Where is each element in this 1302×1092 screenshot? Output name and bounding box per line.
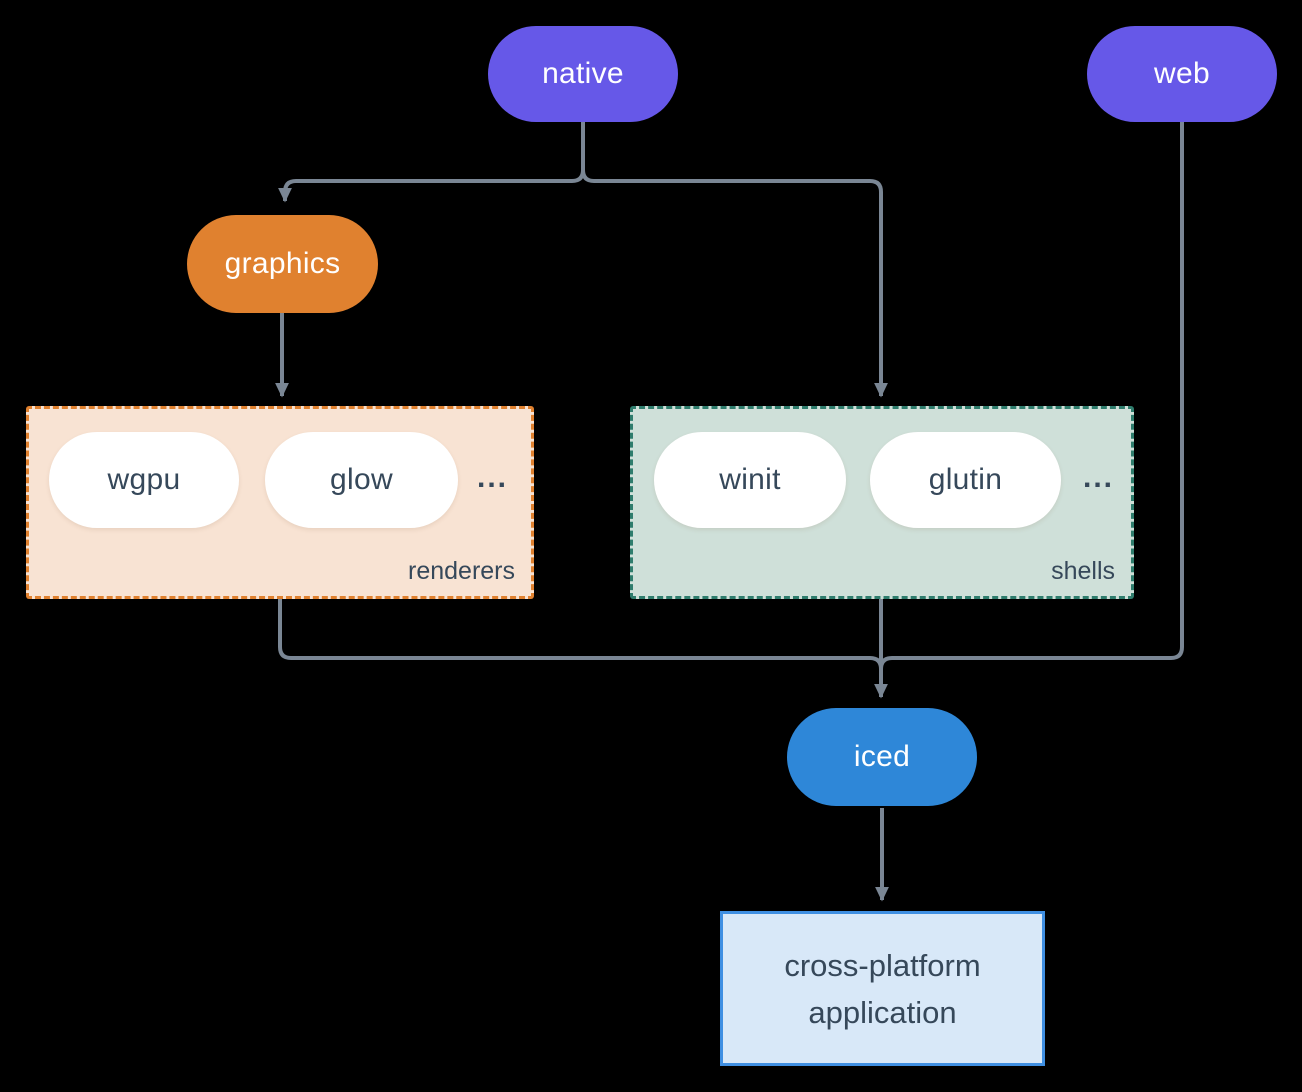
- node-glow-label: glow: [330, 463, 393, 496]
- renderers-ellipsis: ...: [477, 461, 509, 494]
- node-graphics: graphics: [187, 215, 378, 313]
- edge-native-to-graphics: [278, 120, 585, 203]
- node-winit-label: winit: [719, 463, 781, 496]
- node-glutin: glutin: [870, 432, 1061, 528]
- group-renderers-label: renderers: [408, 557, 515, 585]
- node-glow: glow: [265, 432, 458, 528]
- edge-renderers-to-merge: [278, 599, 883, 670]
- node-wgpu: wgpu: [49, 432, 239, 528]
- node-web: web: [1087, 26, 1277, 122]
- node-web-label: web: [1154, 57, 1210, 90]
- edge-native-to-shells: [581, 120, 888, 398]
- node-iced-label: iced: [853, 740, 911, 773]
- node-native-label: native: [542, 57, 624, 90]
- node-iced: iced: [787, 708, 977, 806]
- group-renderers: wgpu glow ... renderers: [26, 406, 534, 599]
- node-native: native: [488, 26, 678, 122]
- shells-ellipsis: ...: [1083, 461, 1115, 494]
- node-winit: winit: [654, 432, 846, 528]
- node-graphics-label: graphics: [224, 247, 341, 280]
- node-cross-platform-application: cross-platform application: [720, 911, 1045, 1066]
- group-shells-label: shells: [1051, 557, 1115, 585]
- node-wgpu-label: wgpu: [107, 463, 181, 496]
- node-glutin-label: glutin: [928, 463, 1003, 496]
- group-shells: winit glutin ... shells: [630, 406, 1134, 599]
- node-application-label: cross-platform application: [784, 947, 981, 1030]
